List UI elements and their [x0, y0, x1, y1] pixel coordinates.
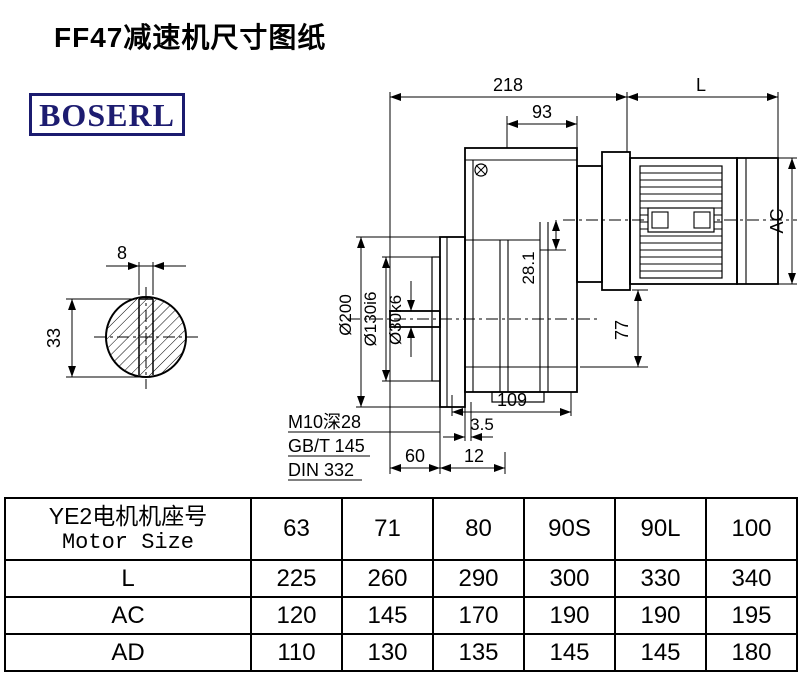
fan-cover — [736, 157, 779, 285]
dim-218: 218 — [389, 75, 628, 474]
motor-size-table: YE2电机机座号 Motor Size 63 71 80 90S 90L 100… — [4, 497, 798, 672]
row-label-AD: AD — [4, 633, 252, 672]
cell-L-3: 300 — [523, 559, 616, 598]
mounting-flange — [439, 236, 466, 408]
header-size-90l: 90L — [614, 497, 707, 561]
dim-12: 12 — [440, 446, 506, 474]
header-size-80: 80 — [432, 497, 525, 561]
dim-3-5-label: 3.5 — [470, 415, 494, 434]
dim-dia200-label: Ø200 — [336, 294, 355, 336]
dim-109-label: 109 — [497, 390, 527, 410]
table-row-AC: AC 120 145 170 190 190 195 — [4, 596, 798, 635]
dim-60-label: 60 — [405, 446, 425, 466]
housing-bolt — [474, 163, 488, 177]
cell-AC-4: 190 — [614, 596, 707, 635]
motor-adapter — [576, 165, 603, 283]
dim-33: 33 — [44, 298, 144, 378]
dim-93-label: 93 — [532, 102, 552, 122]
technical-drawing: 8 33 — [44, 75, 797, 481]
cell-L-4: 330 — [614, 559, 707, 598]
cell-AD-3: 145 — [523, 633, 616, 672]
dim-77-label: 77 — [612, 320, 632, 340]
shaft-cross-section — [94, 287, 200, 389]
cell-AC-1: 145 — [341, 596, 434, 635]
dim-dia130: Ø130i6 — [361, 256, 432, 382]
dim-dia130-label: Ø130i6 — [361, 292, 380, 347]
page-title: FF47减速机尺寸图纸 — [54, 22, 327, 53]
dim-93: 93 — [506, 102, 578, 148]
dim-12-label: 12 — [464, 446, 484, 466]
dim-dia30: Ø30k6 — [386, 281, 415, 357]
header-motor-size-en: Motor Size — [61, 529, 195, 555]
row-label-AC: AC — [4, 596, 252, 635]
cell-AD-2: 135 — [432, 633, 525, 672]
dim-L: L — [627, 75, 779, 158]
cell-L-1: 260 — [341, 559, 434, 598]
gearbox-body — [389, 147, 578, 408]
dim-28-1: 28.1 — [519, 220, 566, 285]
dim-33-label: 33 — [44, 328, 64, 348]
row-label-L: L — [4, 559, 252, 598]
cell-AC-5: 195 — [705, 596, 798, 635]
boserl-logo-text: BOSERL — [39, 96, 175, 133]
note-thread-label: M10深28 — [288, 412, 361, 432]
table-header-row: YE2电机机座号 Motor Size 63 71 80 90S 90L 100 — [4, 497, 798, 561]
dim-AC: AC — [767, 157, 797, 285]
cell-AC-3: 190 — [523, 596, 616, 635]
cell-AC-2: 170 — [432, 596, 525, 635]
bottom-boss — [491, 391, 545, 403]
cell-L-0: 225 — [250, 559, 343, 598]
note-din-label: DIN 332 — [288, 460, 354, 480]
header-size-63: 63 — [250, 497, 343, 561]
header-motor-size: YE2电机机座号 Motor Size — [4, 497, 252, 561]
cell-AD-4: 145 — [614, 633, 707, 672]
motor-group — [576, 151, 779, 291]
header-size-71: 71 — [341, 497, 434, 561]
dim-dia200: Ø200 — [336, 236, 440, 408]
boserl-logo: BOSERL — [29, 93, 185, 136]
centerlines — [348, 219, 797, 320]
cell-AD-5: 180 — [705, 633, 798, 672]
cell-L-2: 290 — [432, 559, 525, 598]
dim-60: 60 — [390, 407, 441, 474]
table-row-AD: AD 110 130 135 145 145 180 — [4, 633, 798, 672]
cell-L-5: 340 — [705, 559, 798, 598]
dim-AC-label: AC — [767, 208, 787, 233]
cell-AD-1: 130 — [341, 633, 434, 672]
dim-28-1-label: 28.1 — [519, 251, 538, 284]
header-size-100: 100 — [705, 497, 798, 561]
dim-L-label: L — [696, 75, 706, 95]
dim-3-5: 3.5 — [443, 402, 494, 441]
header-size-90s: 90S — [523, 497, 616, 561]
note-gbt-label: GB/T 145 — [288, 436, 365, 456]
thread-notes: M10深28 GB/T 145 DIN 332 — [288, 412, 440, 481]
motor-flange-ring — [601, 151, 631, 291]
dim-dia30-label: Ø30k6 — [386, 295, 405, 345]
dim-109: 109 — [451, 390, 572, 416]
table-row-L: L 225 260 290 300 330 340 — [4, 559, 798, 598]
cell-AD-0: 110 — [250, 633, 343, 672]
dim-8-label: 8 — [117, 243, 127, 263]
dim-8: 8 — [106, 243, 186, 295]
dim-77: 77 — [580, 289, 648, 368]
cell-AC-0: 120 — [250, 596, 343, 635]
dim-218-label: 218 — [493, 75, 523, 95]
header-motor-size-cn: YE2电机机座号 — [48, 503, 208, 530]
